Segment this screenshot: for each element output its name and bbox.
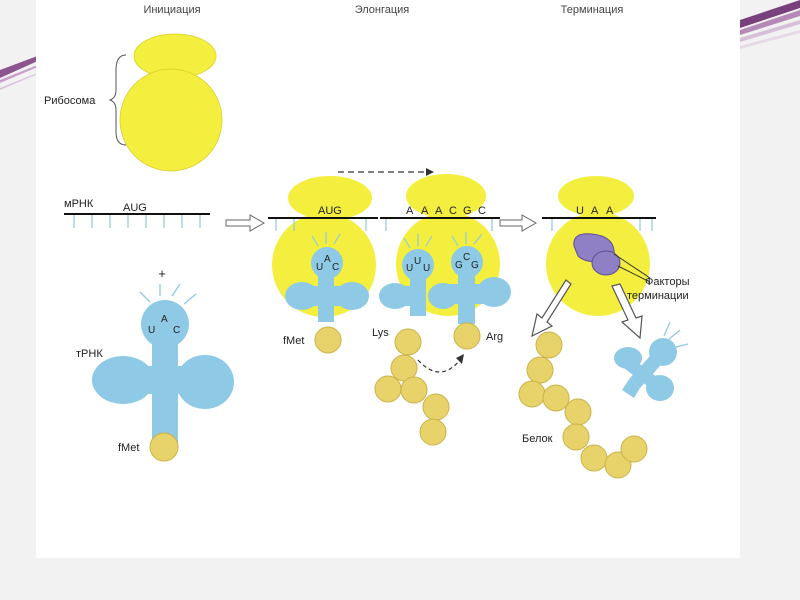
mrna-elongation-1: AUG [268, 205, 378, 231]
trna-label: тРНК [76, 348, 103, 360]
release-arrow-trna [611, 283, 643, 340]
anticodon-lys-1: U [406, 263, 413, 274]
anticodon-free-1: U [148, 325, 155, 336]
top-right-decoration [740, 0, 800, 49]
start-codon-ribosome: AUG [318, 205, 342, 217]
anticodon-arg-1: G [455, 260, 463, 271]
anticodon-free-3: C [173, 325, 180, 336]
protein-chain [518, 331, 648, 479]
anticodon-init-3: C [332, 262, 339, 273]
stage-initiation: Инициация [143, 4, 200, 16]
peptide-transfer-arrowhead [456, 354, 464, 364]
elong-codon-4: C [449, 205, 457, 217]
trna-arg: G C G [428, 232, 511, 324]
trna-released [614, 321, 689, 401]
elong-codon-3: A [435, 205, 443, 217]
fmet-free-aa [149, 432, 179, 462]
stage-elongation: Элонгация [355, 4, 410, 16]
factors-pointer-1 [613, 253, 651, 279]
stop-codon-1: U [576, 205, 584, 217]
factors-label-1: Факторы [645, 276, 690, 288]
translocation-arrowhead [426, 168, 434, 176]
peptide-chain-elongation [374, 328, 450, 446]
mrna-elongation-2: A A A C G C [380, 205, 500, 231]
trna-free: U A C [92, 283, 234, 450]
elong-codon-6: C [478, 205, 486, 217]
anticodon-init-1: U [316, 262, 323, 273]
top-left-decoration [0, 55, 40, 90]
release-arrow-protein [531, 279, 572, 338]
fmet-bound-aa [314, 326, 342, 354]
trna-initiation-bound: U A C [285, 232, 369, 322]
anticodon-lys-2: U [414, 256, 421, 267]
mrna-label: мРНК [64, 198, 94, 210]
arrow-to-termination [499, 214, 538, 232]
arg-aa [453, 322, 481, 350]
anticodon-arg-2: C [463, 252, 470, 263]
elong-codon-1: A [406, 205, 414, 217]
anticodon-init-2: A [324, 254, 331, 265]
stage-termination: Терминация [561, 4, 624, 16]
stop-codon-2: A [591, 205, 599, 217]
arrow-to-elongation [225, 214, 266, 232]
elong-codon-5: G [463, 205, 472, 217]
anticodon-lys-3: U [423, 263, 430, 274]
protein-label: Белок [522, 433, 553, 445]
ribosome-label: Рибосома [44, 95, 96, 107]
trna-lys: U U U [379, 234, 434, 316]
ribosome-bracket [108, 54, 127, 146]
elong-codon-2: A [421, 205, 429, 217]
mrna-termination: U A A [542, 205, 656, 231]
ribosome-initiation [119, 33, 223, 172]
peptide-transfer-arrow [417, 359, 461, 373]
arg-label: Arg [486, 331, 503, 343]
lys-label: Lys [372, 327, 389, 339]
mrna-initiation: мРНК AUG [64, 198, 210, 228]
start-codon-free: AUG [123, 202, 147, 214]
anticodon-free-2: A [161, 314, 168, 325]
fmet-bound-label: fMet [283, 335, 304, 347]
plus-sign: + [158, 266, 166, 281]
factors-label-2: терминации [627, 290, 689, 302]
stop-codon-3: A [606, 205, 614, 217]
factors-pointer-2 [617, 265, 651, 283]
anticodon-arg-3: G [471, 260, 479, 271]
release-factors [573, 233, 621, 276]
fmet-free-label: fMet [118, 442, 139, 454]
